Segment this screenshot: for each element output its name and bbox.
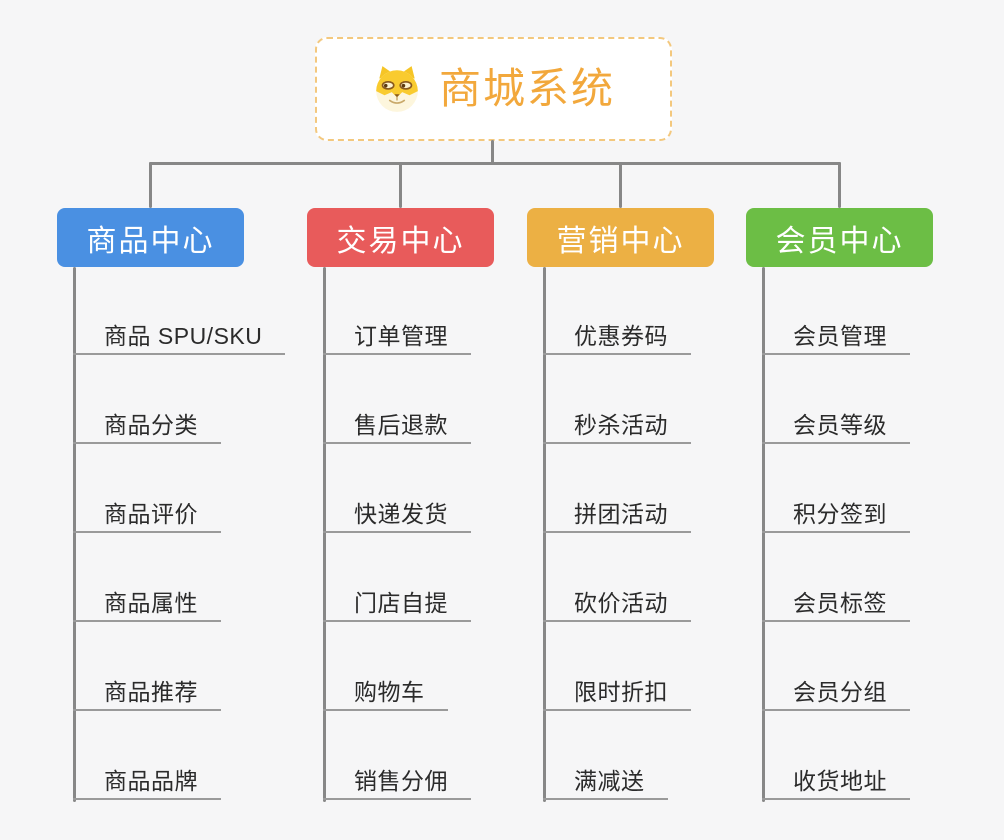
branch-item-trade-center-2[interactable]: 快递发货: [323, 489, 471, 533]
connector-bus: [149, 162, 841, 165]
doge-icon: [376, 66, 418, 112]
branch-item-member-center-4[interactable]: 会员分组: [762, 667, 910, 711]
connector-drop-marketing-center: [619, 162, 622, 208]
branch-item-product-center-1[interactable]: 商品分类: [73, 400, 221, 444]
branch-item-trade-center-4[interactable]: 购物车: [323, 667, 448, 711]
branch-item-product-center-5[interactable]: 商品品牌: [73, 756, 221, 800]
branch-item-marketing-center-4[interactable]: 限时折扣: [543, 667, 691, 711]
branch-header-product-center[interactable]: 商品中心: [57, 208, 244, 267]
branch-trunk-member-center: [762, 267, 765, 802]
branch-item-marketing-center-2[interactable]: 拼团活动: [543, 489, 691, 533]
branch-header-marketing-center[interactable]: 营销中心: [527, 208, 714, 267]
branch-item-member-center-3[interactable]: 会员标签: [762, 578, 910, 622]
branch-item-trade-center-5[interactable]: 销售分佣: [323, 756, 471, 800]
connector-drop-member-center: [838, 162, 841, 208]
branch-item-product-center-0[interactable]: 商品 SPU/SKU: [73, 311, 286, 355]
connector-drop-product-center: [149, 162, 152, 208]
branch-item-trade-center-1[interactable]: 售后退款: [323, 400, 471, 444]
branch-trunk-product-center: [73, 267, 76, 802]
branch-item-marketing-center-1[interactable]: 秒杀活动: [543, 400, 691, 444]
connector-root-stem: [491, 140, 494, 165]
branch-item-product-center-3[interactable]: 商品属性: [73, 578, 221, 622]
root-label: 商城系统: [438, 65, 615, 112]
root-node[interactable]: 商城系统: [315, 37, 672, 141]
branch-item-product-center-4[interactable]: 商品推荐: [73, 667, 221, 711]
branch-item-member-center-1[interactable]: 会员等级: [762, 400, 910, 444]
branch-item-member-center-0[interactable]: 会员管理: [762, 311, 910, 355]
branch-item-member-center-2[interactable]: 积分签到: [762, 489, 910, 533]
branch-item-member-center-5[interactable]: 收货地址: [762, 756, 910, 800]
branch-item-marketing-center-3[interactable]: 砍价活动: [543, 578, 691, 622]
branch-trunk-trade-center: [323, 267, 326, 802]
branch-item-trade-center-0[interactable]: 订单管理: [323, 311, 471, 355]
branch-item-marketing-center-5[interactable]: 满减送: [543, 756, 668, 800]
branch-header-member-center[interactable]: 会员中心: [746, 208, 933, 267]
branch-item-product-center-2[interactable]: 商品评价: [73, 489, 221, 533]
branch-item-marketing-center-0[interactable]: 优惠券码: [543, 311, 691, 355]
branch-trunk-marketing-center: [543, 267, 546, 802]
branch-item-trade-center-3[interactable]: 门店自提: [323, 578, 471, 622]
branch-header-trade-center[interactable]: 交易中心: [307, 208, 494, 267]
connector-drop-trade-center: [399, 162, 402, 208]
